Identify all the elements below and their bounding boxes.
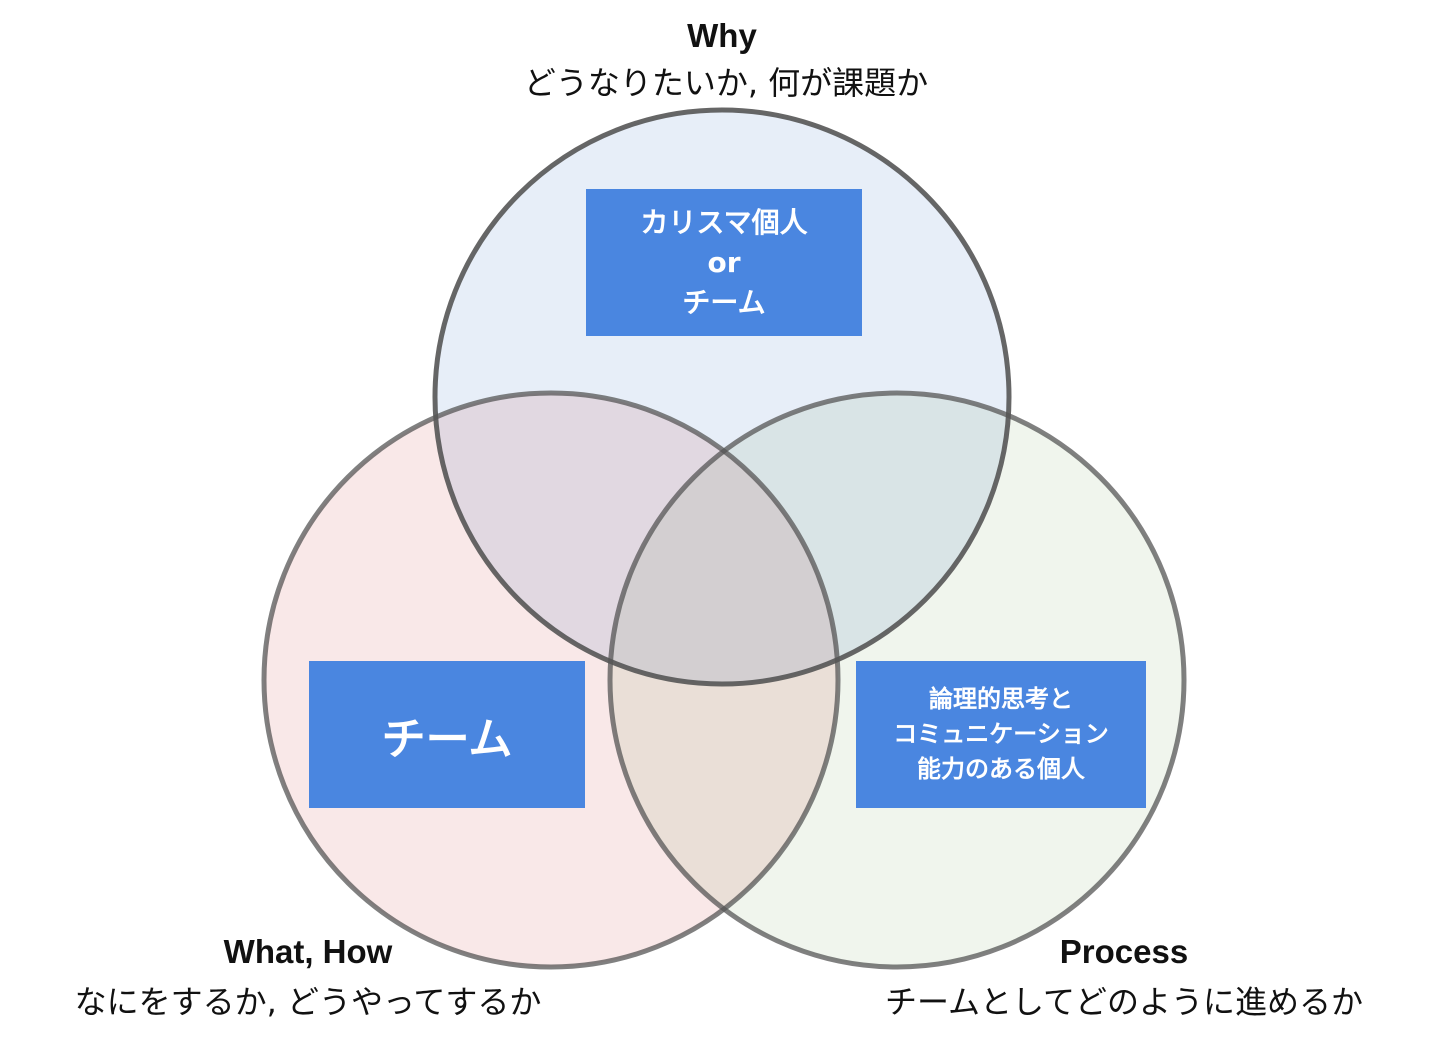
process-title: Process	[1059, 933, 1189, 970]
why-box-line: or	[707, 245, 741, 279]
what-circle-outline	[261, 390, 841, 970]
process-subtitle: チームとしてどのように進めるか	[884, 983, 1364, 1021]
why-box-line: チーム	[682, 285, 766, 319]
why-subtitle: どうなりたいか, 何が課題か	[523, 64, 929, 102]
why-circle-outline	[432, 107, 1012, 687]
process-box-line: コミュニケーション	[893, 720, 1109, 748]
process-box: 論理的思考と コミュニケーション 能力のある個人	[856, 661, 1146, 808]
process-circle-outline	[607, 390, 1187, 970]
what-box-line: チーム	[381, 713, 513, 765]
process-box-line: 能力のある個人	[917, 755, 1085, 783]
what-title: What, How	[223, 933, 393, 970]
why-title: Why	[687, 17, 757, 54]
what-subtitle: なにをするか, どうやってするか	[74, 983, 542, 1021]
process-box-line: 論理的思考と	[929, 685, 1073, 713]
what-box: チーム	[309, 661, 585, 808]
why-box-line: カリスマ個人	[640, 205, 808, 239]
why-box: カリスマ個人 or チーム	[586, 189, 862, 336]
